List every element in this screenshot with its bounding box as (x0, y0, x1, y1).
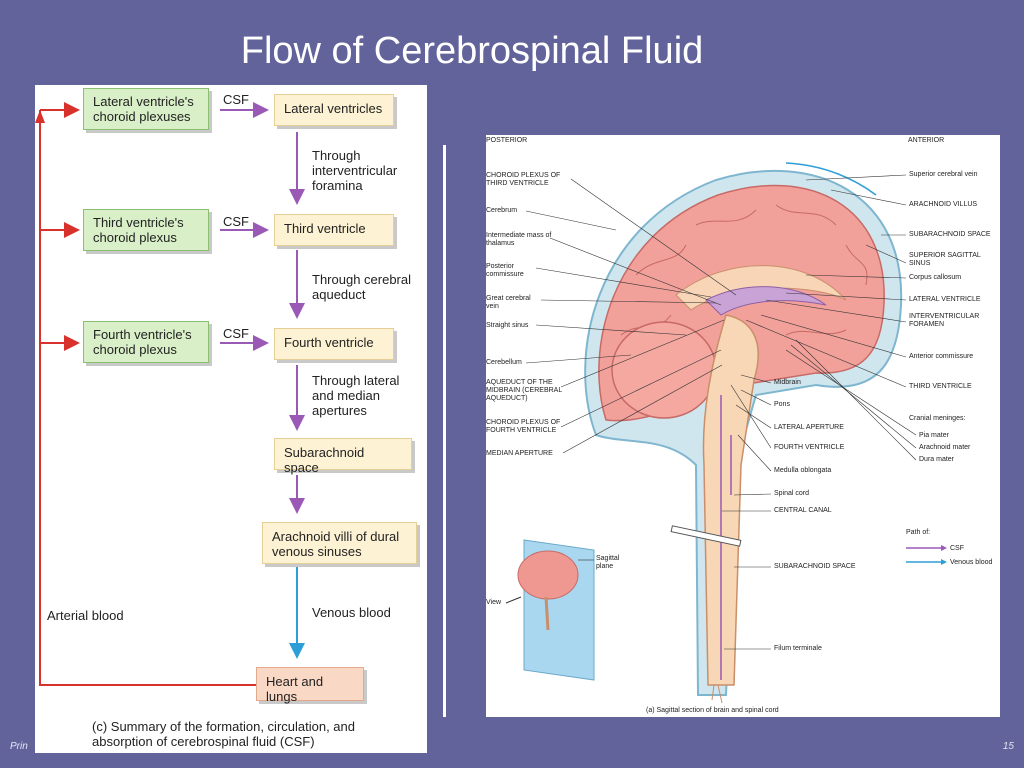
cut-break (670, 525, 742, 547)
left-label: Cerebrum (486, 207, 518, 214)
step-label: Subarachnoid space (284, 445, 365, 475)
left-label: Posterior commissure (486, 263, 524, 278)
arterial-arrowhead (35, 110, 45, 123)
step-third-ventricle: Third ventricle (274, 214, 394, 246)
panel-divider (443, 145, 446, 717)
source-label: Fourth ventricle's choroid plexus (93, 327, 192, 357)
anterior-label: ANTERIOR (908, 137, 945, 144)
right-label: Cranial meninges: (909, 415, 966, 422)
step-label: Lateral ventricles (284, 101, 383, 116)
step-label: Heart and lungs (266, 674, 324, 704)
legend-csf-arrowhead (941, 545, 947, 551)
center-label: Medulla oblongata (774, 467, 832, 474)
filum-terminale-line (711, 684, 723, 704)
source-box-third: Third ventricle's choroid plexus (83, 209, 209, 251)
transition-label: Through interventricular foramina (312, 148, 398, 193)
center-label: Pons (774, 401, 790, 408)
step-arachnoid-villi: Arachnoid villi of dural venous sinuses (262, 522, 417, 564)
step-label: Fourth ventricle (284, 335, 374, 350)
center-label: FOURTH VENTRICLE (774, 444, 845, 451)
right-label: Arachnoid mater (919, 444, 971, 451)
source-box-fourth: Fourth ventricle's choroid plexus (83, 321, 209, 363)
inset-brain-shape (517, 550, 579, 600)
arterial-blood-label: Arterial blood (47, 608, 124, 623)
right-label: SUPERIOR SAGITTAL SINUS (909, 252, 981, 267)
right-label: Dura mater (919, 456, 955, 463)
center-label: LATERAL APERTURE (774, 424, 844, 431)
source-box-lateral: Lateral ventricle's choroid plexuses (83, 88, 209, 130)
center-label: Spinal cord (774, 490, 810, 497)
legend-venous: Venous blood (950, 559, 993, 566)
slide-title: Flow of Cerebrospinal Fluid (240, 30, 704, 72)
left-label: AQUEDUCT OF THE MIDBRAIN (CEREBRAL AQUED… (486, 379, 562, 402)
legend-title: Path of: (906, 529, 931, 536)
right-label: LATERAL VENTRICLE (909, 296, 981, 303)
right-label: INTERVENTRICULAR FORAMEN (909, 313, 980, 328)
csf-label: CSF (223, 326, 249, 341)
left-label: Cerebellum (486, 359, 522, 366)
left-label: Intermediate mass of thalamus (486, 232, 552, 247)
view-label: View (486, 599, 502, 606)
right-label: Corpus callosum (909, 274, 962, 281)
sagittal-plane-label: Sagittal plane (596, 555, 620, 570)
right-label: ARACHNOID VILLUS (909, 201, 978, 208)
inset-cord-shape (544, 596, 550, 631)
transition-label: Through lateral and median apertures (312, 373, 400, 418)
cerebellum-shape (611, 321, 717, 419)
left-label: Straight sinus (486, 322, 529, 329)
right-label: THIRD VENTRICLE (909, 383, 972, 390)
transition-label: Through cerebral aqueduct (312, 272, 411, 302)
legend-csf: CSF (950, 545, 964, 552)
leader-lines-left (525, 178, 737, 454)
right-label: Superior cerebral vein (909, 171, 978, 178)
center-label: CENTRAL CANAL (774, 507, 832, 514)
footer-text: Prin (10, 741, 28, 752)
source-label: Third ventricle's choroid plexus (93, 215, 184, 245)
center-label: SUBARACHNOID SPACE (774, 563, 856, 570)
brain-illustration (505, 162, 947, 704)
posterior-label: POSTERIOR (486, 137, 528, 144)
arterial-loop (39, 110, 256, 686)
leader-lines-right (722, 174, 917, 650)
step-label: Arachnoid villi of dural venous sinuses (272, 529, 400, 559)
center-label: Midbrain (774, 379, 801, 386)
venous-flow-arrow (785, 162, 877, 196)
step-subarachnoid-space: Subarachnoid space (274, 438, 412, 475)
step-label: Third ventricle (284, 221, 366, 236)
diagram-caption: (a) Sagittal section of brain and spinal… (646, 707, 779, 714)
csf-label: CSF (223, 92, 249, 107)
csf-label: CSF (223, 214, 249, 229)
center-label: Filum terminale (774, 645, 822, 652)
gyri-lines (620, 204, 868, 336)
left-label: CHOROID PLEXUS OF THIRD VENTRICLE (486, 172, 561, 187)
step-fourth-ventricle: Fourth ventricle (274, 328, 394, 360)
left-label: CHOROID PLEXUS OF FOURTH VENTRICLE (486, 419, 561, 434)
legend-venous-arrowhead (941, 559, 947, 565)
view-arrow (505, 596, 522, 604)
left-label: Great cerebral vein (486, 295, 531, 310)
page-number: 15 (1002, 741, 1014, 752)
right-label: Pia mater (919, 432, 949, 439)
step-lateral-ventricles: Lateral ventricles (274, 94, 394, 126)
transition-label: Venous blood (312, 605, 391, 620)
anatomy-panel: POSTERIOR ANTERIOR CHOROID PLEXUS OF THI… (486, 135, 1000, 717)
source-label: Lateral ventricle's choroid plexuses (93, 94, 194, 124)
right-label: SUBARACHNOID SPACE (909, 231, 991, 238)
flowchart-arrows (35, 102, 305, 686)
left-label: MEDIAN APERTURE (486, 450, 553, 457)
right-label: Anterior commissure (909, 353, 974, 360)
step-heart-lungs: Heart and lungs (256, 667, 364, 704)
flowchart-panel: Lateral ventricle's choroid plexuses Thi… (35, 85, 427, 753)
flowchart-caption: (c) Summary of the formation, circulatio… (92, 719, 355, 749)
brainstem-shape (702, 314, 759, 686)
